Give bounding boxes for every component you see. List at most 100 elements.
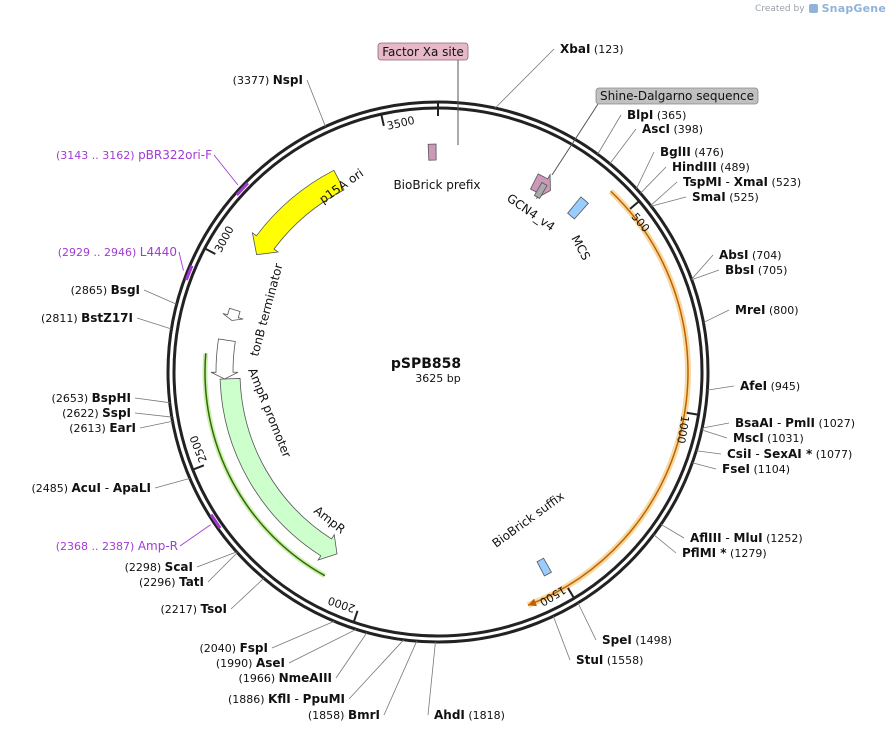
site-label: (2622) SspI xyxy=(62,406,131,420)
site-label: AbsI (704) xyxy=(719,248,782,262)
site-name-2: SexAI * xyxy=(764,447,813,461)
site-name: AbsI xyxy=(719,248,748,262)
site-hindiii[interactable]: HindIII (489) xyxy=(640,160,750,194)
site-name: SspI xyxy=(102,406,131,420)
site-name: BmrI xyxy=(348,708,380,722)
site-kfli[interactable]: (1886) KflI - PpuMI xyxy=(228,639,404,706)
site-label: BbsI (705) xyxy=(725,263,787,277)
site-mrei[interactable]: MreI (800) xyxy=(703,303,799,323)
site-layer: XbaI (123)BlpI (365)AscI (398)BglII (476… xyxy=(31,42,855,722)
site-position: (1858) xyxy=(308,709,348,722)
site-tsoi[interactable]: (2217) TsoI xyxy=(160,578,265,616)
site-absi[interactable]: AbsI (704) xyxy=(691,248,782,280)
site-label: (2613) EarI xyxy=(69,421,136,435)
ampr-orf-arc xyxy=(204,353,326,577)
site-label: BglII (476) xyxy=(660,145,724,159)
site-position: (705) xyxy=(754,264,787,277)
site-name: EarI xyxy=(109,421,136,435)
site-tspmi[interactable]: TspMI - XmaI (523) xyxy=(650,175,802,206)
site-name: SpeI xyxy=(602,633,632,647)
site-name: BstZ17I xyxy=(81,311,133,325)
site-label: (1886) KflI - PpuMI xyxy=(228,692,345,706)
primer-leader-line xyxy=(179,524,211,547)
site-sspi[interactable]: (2622) SspI xyxy=(62,406,172,420)
site-position: (1966) xyxy=(239,672,279,685)
primer-l4440[interactable]: (2929 .. 2946) L4440 xyxy=(58,245,194,281)
site-label: SmaI (525) xyxy=(692,190,759,204)
site-leader-line xyxy=(577,602,597,641)
site-name: BglII xyxy=(660,145,691,159)
tick-label-2500: 2500 xyxy=(187,433,209,464)
site-leader-line xyxy=(271,620,335,649)
site-fsei[interactable]: FseI (1104) xyxy=(692,462,790,476)
site-afliii[interactable]: AflIII - MluI (1252) xyxy=(660,523,803,545)
site-nspi[interactable]: (3377) NspI xyxy=(233,73,326,127)
feature-tonb-terminator[interactable] xyxy=(222,307,244,321)
site-leader-line xyxy=(348,639,404,700)
site-position: (1077) xyxy=(812,448,852,461)
site-stui[interactable]: StuI (1558) xyxy=(552,616,643,667)
primer-name: Amp-R xyxy=(138,539,178,553)
feature-biobrick-suffix[interactable] xyxy=(536,557,552,577)
site-separator: - xyxy=(773,416,785,430)
site-smai[interactable]: SmaI (525) xyxy=(651,190,759,207)
callout-factor-xa: Factor Xa site xyxy=(377,42,469,145)
site-position: (523) xyxy=(768,176,801,189)
site-blpi[interactable]: BlpI (365) xyxy=(597,108,687,155)
site-spei[interactable]: SpeI (1498) xyxy=(577,602,672,647)
site-leader-line xyxy=(701,429,728,439)
site-bsgi[interactable]: (2865) BsgI xyxy=(71,283,177,305)
feature-ampr-promoter[interactable] xyxy=(210,338,239,380)
site-label: (1990) AseI xyxy=(216,656,285,670)
site-scai[interactable]: (2298) ScaI xyxy=(125,551,237,574)
primer-label: (2929 .. 2946) L4440 xyxy=(58,245,177,259)
feature-p15a-ori[interactable] xyxy=(251,169,345,256)
primer-pbr322ori-f[interactable]: (3143 .. 3162) pBR322ori-F xyxy=(56,148,249,197)
site-leader-line xyxy=(136,317,172,330)
callout-factor-xa-label: Factor Xa site xyxy=(382,45,464,59)
site-label: (2217) TsoI xyxy=(160,602,227,616)
feature-mcs[interactable] xyxy=(567,196,589,220)
site-acui[interactable]: (2485) AcuI - ApaLI xyxy=(31,478,190,495)
site-name: TatI xyxy=(179,575,204,589)
site-label: AhdI (1818) xyxy=(434,708,505,722)
site-position: (2865) xyxy=(71,284,111,297)
site-bglii[interactable]: BglII (476) xyxy=(635,145,724,189)
site-csii[interactable]: CsiI - SexAI * (1077) xyxy=(696,447,852,461)
tick-mark-3500 xyxy=(380,113,385,127)
site-name: AseI xyxy=(256,656,285,670)
site-asei[interactable]: (1990) AseI xyxy=(216,628,357,670)
site-name: ScaI xyxy=(165,560,193,574)
site-fspi[interactable]: (2040) FspI xyxy=(200,620,335,655)
site-xbai[interactable]: XbaI (123) xyxy=(494,42,623,109)
site-msci[interactable]: MscI (1031) xyxy=(701,429,804,445)
site-pflmi[interactable]: PflMI * (1279) xyxy=(653,534,767,560)
site-asci[interactable]: AscI (398) xyxy=(609,122,703,164)
site-label: AfeI (945) xyxy=(740,379,800,393)
feature-ampr[interactable] xyxy=(219,378,338,561)
site-eari[interactable]: (2613) EarI xyxy=(69,420,173,435)
site-position: (2296) xyxy=(139,576,179,589)
site-position: (1818) xyxy=(465,709,505,722)
site-bstz17i[interactable]: (2811) BstZ17I xyxy=(41,311,172,330)
site-bbsi[interactable]: BbsI (705) xyxy=(691,263,788,281)
feature-biobrick-prefix[interactable] xyxy=(427,143,437,161)
site-bsphi[interactable]: (2653) BspHI xyxy=(52,391,170,405)
site-ahdi[interactable]: AhdI (1818) xyxy=(427,641,505,722)
site-leader-line xyxy=(691,269,720,281)
site-name: FseI xyxy=(722,462,750,476)
feature-label-biobrick-suffix: BioBrick suffix xyxy=(490,489,567,550)
feature-label-mcs: MCS xyxy=(568,233,593,263)
primer-name: L4440 xyxy=(140,245,177,259)
site-separator: - xyxy=(291,692,303,706)
site-label: CsiI - SexAI * (1077) xyxy=(727,447,852,461)
site-leader-line xyxy=(552,616,571,661)
site-bsaai[interactable]: BsaAI - PmlI (1027) xyxy=(702,416,855,430)
primer-range: (3143 .. 3162) xyxy=(56,149,138,162)
site-bmri[interactable]: (1858) BmrI xyxy=(308,640,418,722)
site-tati[interactable]: (2296) TatI xyxy=(139,552,238,589)
primer-amp-r[interactable]: (2368 .. 2387) Amp-R xyxy=(56,513,222,553)
site-nmeaiii[interactable]: (1966) NmeAIII xyxy=(239,632,368,685)
site-afei[interactable]: AfeI (945) xyxy=(707,379,800,393)
